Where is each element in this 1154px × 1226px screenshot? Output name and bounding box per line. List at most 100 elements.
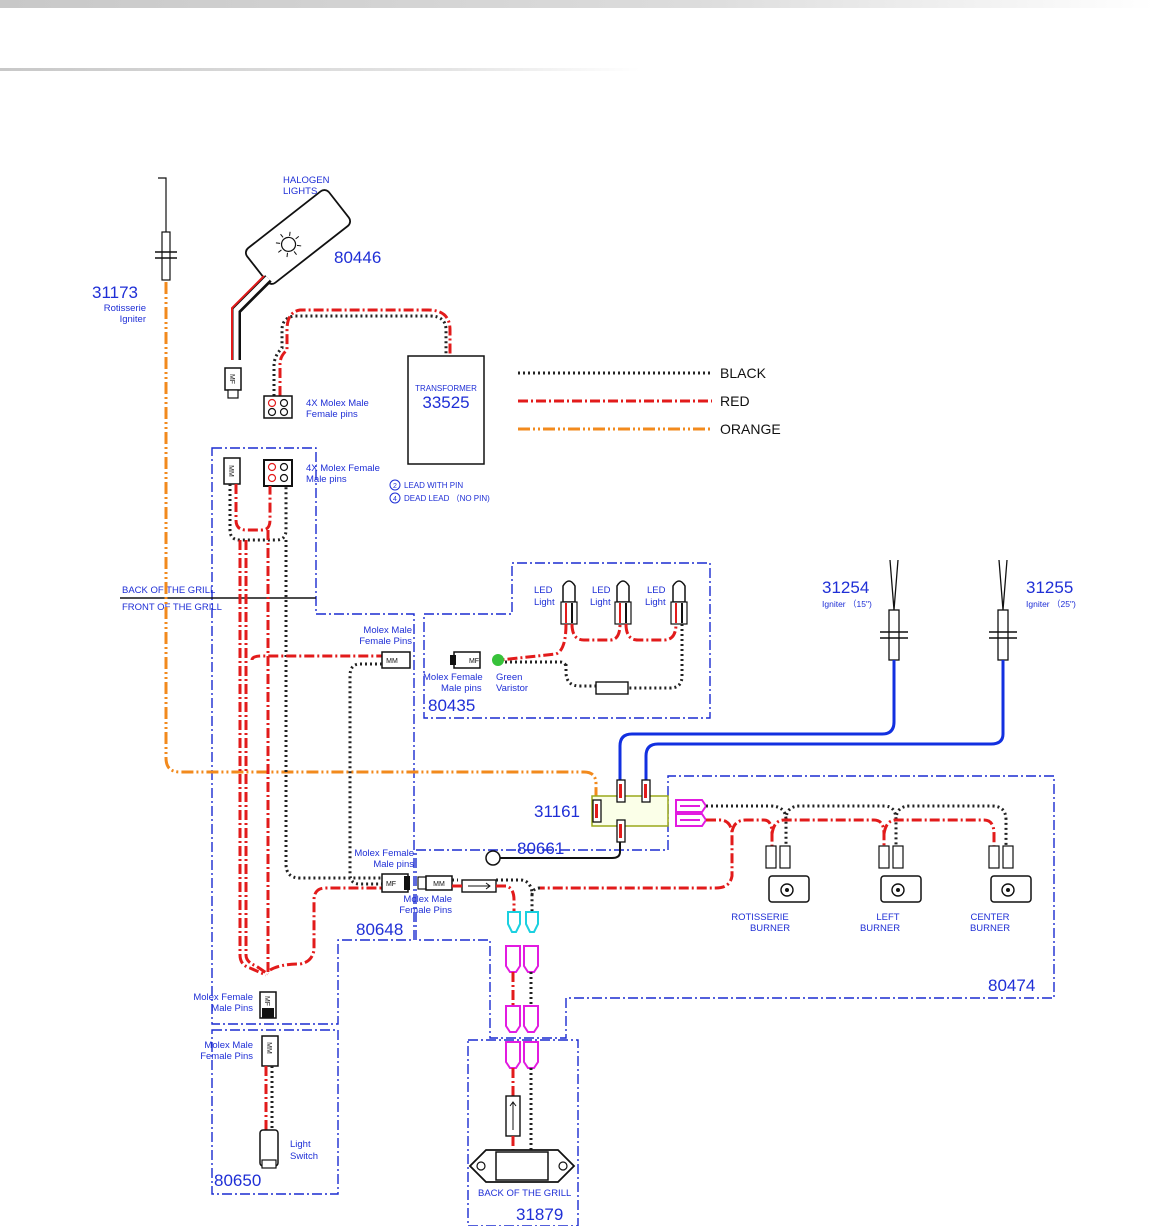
svg-text:Light: Light (590, 597, 611, 608)
header-rule (0, 68, 640, 71)
svg-text:MM: MM (386, 658, 398, 665)
part-80446: 80446 (334, 248, 381, 267)
spade-terminals-lower (505, 1005, 539, 1069)
molex-male-female-pins-label-1: Molex Male (363, 625, 412, 636)
light-switch-label-1: Light (290, 1139, 311, 1150)
red-wire-harness-left (238, 540, 267, 977)
light-switch-label-2: Switch (290, 1151, 318, 1162)
back-of-grill-label: BACK OF THE GRILL (122, 585, 215, 596)
svg-text:MM: MM (265, 1042, 272, 1054)
rotisserie-burner-icon (765, 845, 810, 903)
back-of-grill-switch-label: BACK OF THE GRILL (478, 1188, 571, 1199)
part-31254: 31254 (822, 578, 869, 597)
center-burner-label-1: CENTER (970, 912, 1009, 923)
left-burner-icon (878, 845, 922, 903)
molex-4x-male-connector (263, 395, 293, 419)
green-varistor-label-1: Green (496, 672, 522, 683)
molex-4x-male-label-1: 4X Molex Male (306, 398, 369, 409)
center-burner-icon (988, 845, 1032, 903)
svg-text:Light: Light (645, 597, 666, 608)
led-light-3-icon (670, 580, 688, 625)
svg-text:2: 2 (393, 483, 397, 490)
part-80474: 80474 (988, 976, 1035, 995)
part-80650: 80650 (214, 1171, 261, 1190)
lead-with-pin-note: LEAD WITH PIN (404, 481, 463, 490)
spade-terminals-upper (505, 911, 539, 973)
box-80435 (423, 562, 711, 719)
svg-text:Molex Female: Molex Female (193, 992, 253, 1003)
igniter-15-label: Igniter （15") (822, 599, 872, 609)
halogen-label-1: HALOGEN (283, 175, 330, 186)
rotisserie-burner-label-2: BURNER (750, 923, 790, 934)
svg-text:LED: LED (647, 585, 666, 596)
orange-wire-rotisserie (164, 282, 598, 796)
led-light-2-icon (614, 580, 632, 625)
ground-lug-icon (485, 850, 501, 866)
part-80435: 80435 (428, 696, 475, 715)
blue-wire-igniter-25 (644, 660, 1005, 780)
transformer-33525 (407, 355, 485, 465)
ignition-module-31161 (591, 795, 669, 827)
mm-connector-top (223, 457, 241, 485)
left-burner-label-2: BURNER (860, 923, 900, 934)
halogen-label-2: LIGHTS (283, 186, 317, 197)
part-31879: 31879 (516, 1205, 563, 1224)
rotisserie-igniter-label-1: Rotisserie (104, 303, 146, 314)
mm-connector-bottom (261, 1035, 279, 1067)
part-31173: 31173 (92, 283, 138, 302)
svg-text:Molex Female: Molex Female (423, 672, 483, 683)
svg-text:Molex Female: Molex Female (354, 848, 414, 859)
dead-lead-note: DEAD LEAD （NO PIN) (404, 494, 490, 503)
legend-red-label: RED (720, 393, 750, 409)
green-varistor-icon (492, 654, 504, 666)
legend-orange-label: ORANGE (720, 421, 781, 437)
part-31161: 31161 (534, 802, 580, 821)
front-of-grill-label: FRONT OF THE GRILL (122, 602, 222, 613)
igniter-31254-icon (880, 559, 908, 661)
header-bar (0, 0, 1154, 8)
part-80661: 80661 (517, 839, 564, 858)
red-wire-halogen-transformer (278, 308, 452, 396)
part-80648: 80648 (356, 920, 403, 939)
led-light-1-icon (560, 580, 578, 625)
red-wire-burners (540, 818, 996, 890)
svg-text:MF: MF (386, 881, 396, 888)
left-burner-label-1: LEFT (876, 912, 899, 923)
svg-text:Light: Light (534, 597, 555, 608)
led-lights (560, 580, 688, 625)
black-wire-burners (706, 804, 1008, 846)
svg-text:MM: MM (433, 881, 445, 888)
part-33525: 33525 (422, 393, 469, 412)
part-31255: 31255 (1026, 578, 1073, 597)
svg-text:LED: LED (592, 585, 611, 596)
molex-male-female-pins-label-2: Female Pins (359, 636, 412, 647)
rotisserie-igniter-label-2: Igniter (120, 314, 146, 325)
svg-text:Male pins: Male pins (441, 683, 482, 694)
ignition-output-connectors (675, 799, 708, 827)
box-31879 (467, 1039, 579, 1226)
svg-text:Female Pins: Female Pins (200, 1051, 253, 1062)
svg-text:MF: MF (228, 374, 235, 384)
svg-text:MF: MF (263, 996, 270, 1006)
box-80648 (211, 447, 415, 1025)
molex-4x-female-label-1: 4X Molex Female (306, 463, 380, 474)
svg-text:LED: LED (534, 585, 553, 596)
mm-connector-lower (425, 875, 453, 891)
transformer-label: TRANSFORMER (415, 384, 477, 393)
halogen-light-icon (245, 189, 351, 285)
green-varistor-label-2: Varistor (496, 683, 528, 694)
svg-text:Molex Male: Molex Male (204, 1040, 253, 1051)
legend: BLACK RED ORANGE (518, 365, 781, 437)
svg-text:4: 4 (393, 496, 397, 503)
molex-4x-male-label-2: Female pins (306, 409, 358, 420)
mm-connector-led (381, 651, 411, 669)
igniter-31255-icon (989, 559, 1017, 661)
svg-text:Male pins: Male pins (373, 859, 414, 870)
molex-4x-female-label-2: Male pins (306, 474, 347, 485)
svg-text:Male Pins: Male Pins (211, 1003, 253, 1014)
svg-text:Female Pins: Female Pins (399, 905, 452, 916)
back-of-grill-switch-icon (468, 1149, 576, 1183)
legend-black-label: BLACK (720, 365, 767, 381)
center-burner-label-2: BURNER (970, 923, 1010, 934)
